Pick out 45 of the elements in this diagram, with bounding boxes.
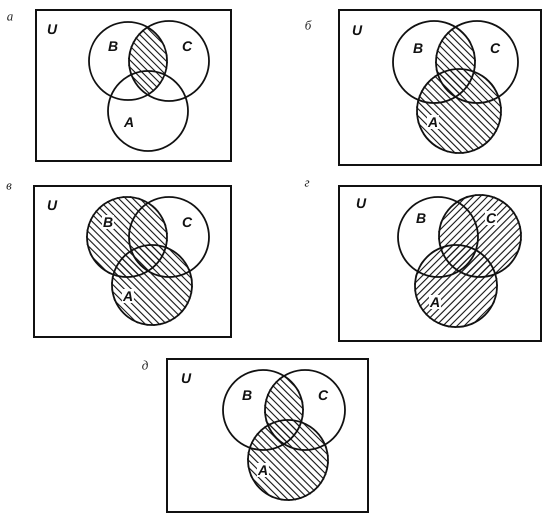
set-label: A [122,289,134,303]
panel-letter: а [6,10,14,22]
set-circle [128,20,210,102]
panel-letter: в [6,178,12,192]
set-circle [88,21,168,101]
set-circle [111,244,193,326]
set-label: U [354,196,368,210]
set-label: U [46,198,58,212]
set-label: B [240,388,254,402]
set-circle [247,419,329,501]
set-label: A [426,115,440,129]
set-label: C [180,215,194,229]
set-label: C [488,41,502,55]
set-label: B [106,39,120,53]
set-label: A [122,115,136,129]
set-label: U [180,371,192,385]
panel-letter: д [142,358,148,372]
set-circle [222,369,304,451]
set-circle [86,196,168,278]
set-circle [416,68,502,154]
universe-rectangle [166,358,369,513]
set-label: U [350,23,364,37]
set-label: B [412,41,424,55]
universe-rectangle [33,185,232,338]
set-label: C [484,211,498,225]
universe-rectangle [338,185,542,342]
set-circle [438,194,522,278]
panel-letter: г [304,176,310,188]
set-circle [128,196,210,278]
set-label: A [256,463,270,477]
set-circle [107,70,189,152]
set-label: C [180,39,194,53]
set-label: B [414,211,428,225]
set-circle [435,20,519,104]
set-label: C [316,388,330,402]
set-label: A [428,295,442,309]
set-circle [264,369,346,451]
universe-rectangle [35,9,232,162]
set-circle [397,196,479,278]
set-label: B [102,215,114,229]
set-circle [414,244,498,328]
set-circle [392,20,476,104]
universe-rectangle [338,9,542,166]
panel-letter: б [304,18,312,32]
set-label: U [46,22,58,36]
